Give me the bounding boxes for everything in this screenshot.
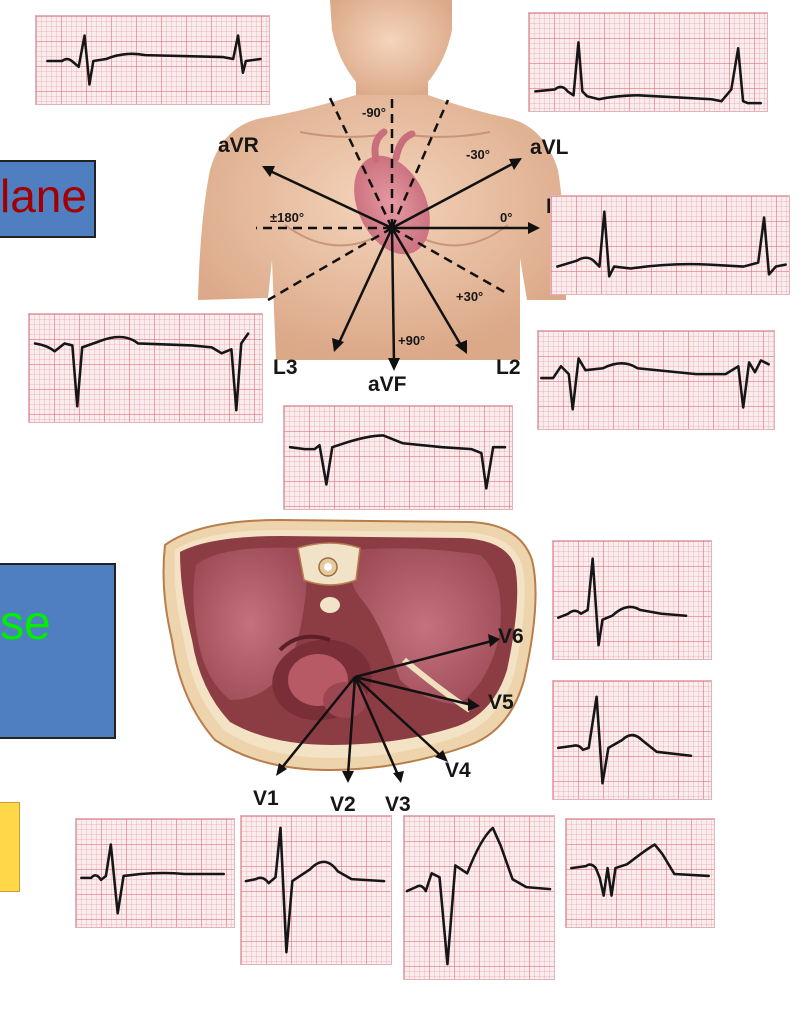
overlay-text-plane: lane	[0, 173, 87, 219]
lead-label-v3: V3	[385, 794, 411, 815]
overlay-box-yellow	[0, 802, 20, 892]
ecg-strip-v1	[75, 818, 235, 928]
lead-label-v1: V1	[253, 788, 279, 809]
lead-label-v5: V5	[488, 692, 514, 713]
lead-label-v4: V4	[445, 760, 471, 781]
ecg-strip-v3	[403, 815, 555, 980]
ecg-strip-v2	[240, 815, 392, 965]
ecg-strip-v5	[552, 680, 712, 800]
ecg-strip-v6	[552, 540, 712, 660]
ecg-strip-v4	[565, 818, 715, 928]
lead-label-v6: V6	[498, 626, 524, 647]
overlay-text-se: se	[0, 600, 51, 648]
lead-label-v2: V2	[330, 794, 356, 815]
overlay-box-blue-middle	[0, 563, 116, 739]
